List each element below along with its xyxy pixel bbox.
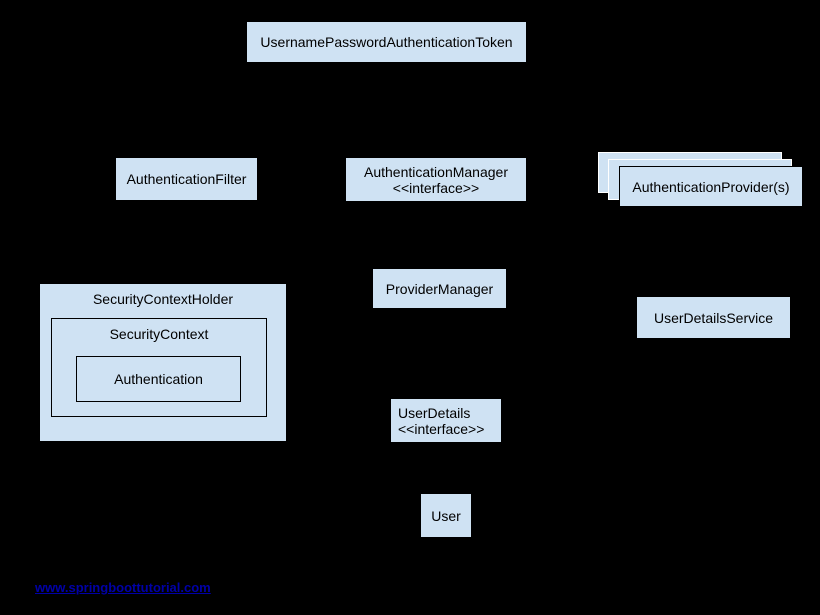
class-box-authentication-providers: AuthenticationProvider(s) [619, 166, 803, 207]
class-label: SecurityContext [109, 326, 209, 342]
class-box-user-details-service: UserDetailsService [636, 296, 791, 339]
class-label: User [431, 507, 461, 524]
class-stereotype: <<interface>> [392, 179, 480, 196]
class-box-user-details: UserDetails <<interface>> [390, 398, 502, 443]
class-box-security-context-holder: SecurityContextHolder SecurityContext Au… [39, 283, 287, 442]
class-label: UsernamePasswordAuthenticationToken [260, 34, 513, 50]
class-box-authentication-manager: AuthenticationManager <<interface>> [345, 157, 527, 202]
class-label: Authentication [114, 371, 203, 387]
class-box-username-password-authentication-token: UsernamePasswordAuthenticationToken [246, 21, 527, 63]
class-box-authentication: Authentication [76, 356, 241, 402]
class-label: ProviderManager [385, 280, 494, 297]
class-label: AuthenticationManager [364, 163, 508, 180]
class-label: SecurityContextHolder [92, 291, 234, 307]
footer-website-link[interactable]: www.springboottutorial.com [35, 580, 211, 595]
class-label: UserDetails [398, 404, 471, 421]
class-label: AuthenticationProvider(s) [632, 178, 790, 195]
class-box-provider-manager: ProviderManager [372, 268, 507, 309]
class-label: AuthenticationFilter [126, 171, 247, 187]
class-box-security-context: SecurityContext Authentication [51, 318, 267, 417]
class-box-user: User [420, 493, 472, 538]
class-label: UserDetailsService [653, 309, 774, 326]
class-box-authentication-filter: AuthenticationFilter [115, 157, 258, 201]
class-stereotype: <<interface>> [398, 420, 485, 437]
